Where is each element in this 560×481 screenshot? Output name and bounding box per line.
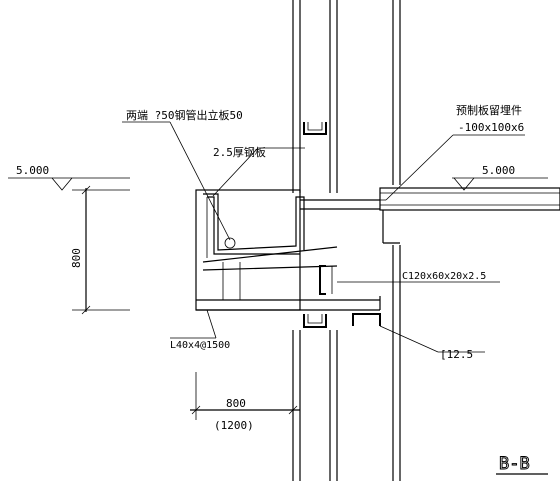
pipe-note-label: 两端 ?50钢管出立板50 [126,108,243,122]
right-wall-lines [392,0,401,481]
c120-channel [319,265,333,295]
angle-note-label: L40x4@1500 [170,340,230,351]
horizontal-dimension [190,345,300,420]
precast-slab [376,187,560,244]
leader-lines [122,121,525,353]
precast-note-label-2: -100x100x6 [458,121,524,134]
c120-label: C120x60x20x2.5 [402,271,486,282]
elevation-right-label: 5.000 [482,164,515,177]
upper-channel-symbol [303,122,327,135]
channel-12-5-label: [12.5 [440,348,473,361]
cantilever-box [195,189,381,311]
horizontal-dim-1200-label: (1200) [214,419,254,432]
section-title: B-B [499,454,530,474]
elevation-right [452,177,548,191]
horizontal-dim-label: 800 [226,397,246,410]
elevation-left [8,177,130,191]
plate-note-label: 2.5厚钢板 [213,145,266,159]
vertical-dim-label: 800 [70,248,83,268]
tie-rod [300,199,380,210]
lower-channel-symbol [303,314,327,328]
elevation-left-label: 5.000 [16,164,49,177]
vertical-dimension [72,185,130,315]
precast-note-label-1: 预制板留埋件 [456,103,522,117]
channel-12-5 [352,313,381,326]
